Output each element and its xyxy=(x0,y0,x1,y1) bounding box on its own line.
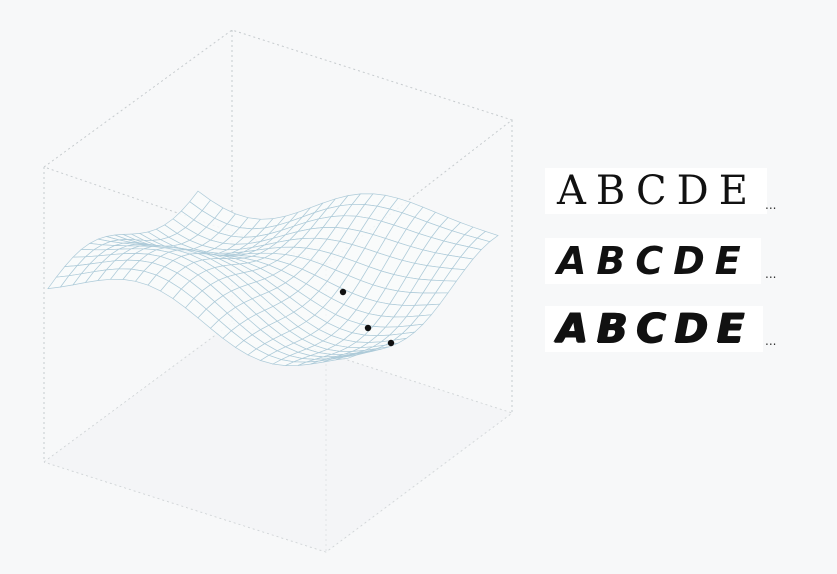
marker-point xyxy=(387,339,395,347)
font-sample-regular: ABCDE xyxy=(545,168,767,214)
marker-point xyxy=(364,324,372,332)
surface-mesh xyxy=(47,190,499,366)
font-sample-bold-italic: ABCDE xyxy=(545,238,761,284)
marker-point xyxy=(339,288,347,296)
box-floor-shade xyxy=(44,323,512,552)
font-sample-text: ABCDE xyxy=(557,306,754,352)
font-sample-text: ABCDE xyxy=(557,239,751,283)
surface-markers xyxy=(339,288,395,347)
font-sample-ellipsis: ... xyxy=(765,334,777,348)
font-sample-ellipsis: ... xyxy=(765,267,777,281)
mesh-cell xyxy=(335,354,357,361)
font-sample-text: ABCDE xyxy=(557,168,758,214)
font-sample-ellipsis: ... xyxy=(765,198,777,212)
font-sample-heavy-italic: ABCDE xyxy=(545,306,763,352)
font-samples-panel: ABCDE ... ABCDE ... ABCDE ... xyxy=(545,168,785,358)
